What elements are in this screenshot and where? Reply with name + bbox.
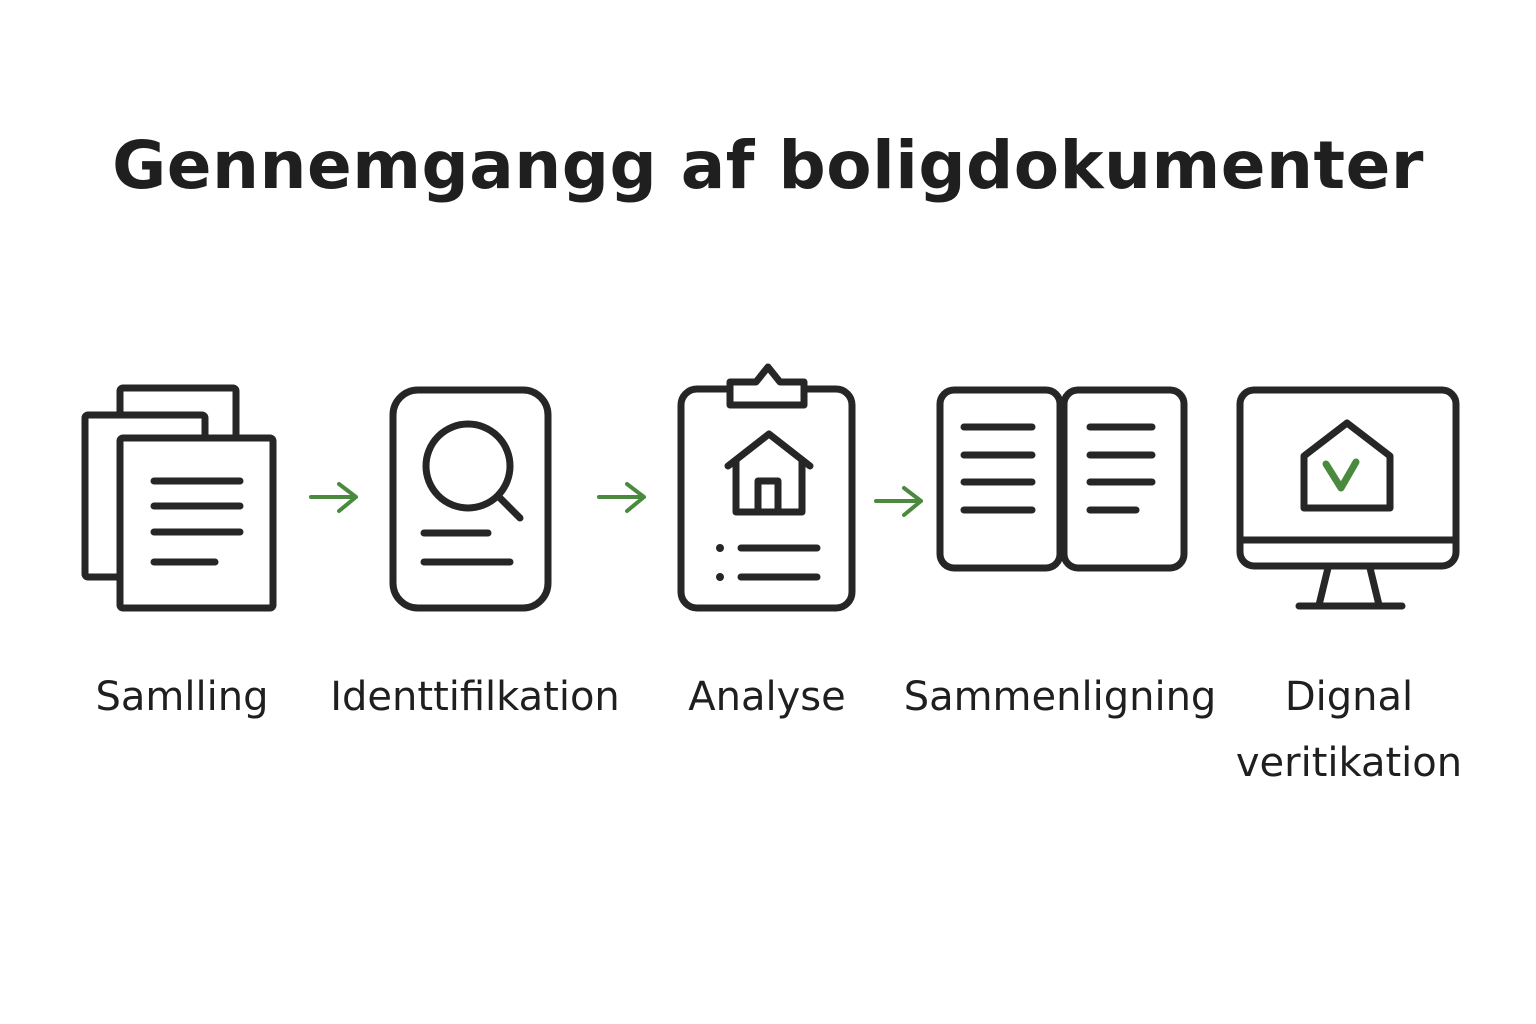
step-label-line-2: veritikation: [1235, 740, 1463, 786]
arrow-right-icon: [309, 482, 358, 513]
arrow-right-icon: [874, 486, 923, 517]
step-label-identifikation: Identtifilkation: [330, 674, 620, 720]
step-label-line-1: Dignal: [1284, 674, 1414, 720]
step-label-samling: Samlling: [95, 674, 269, 720]
monitor-house-check-icon: [1236, 386, 1460, 610]
clipboard-house-icon: [677, 363, 856, 612]
open-book-icon: [936, 386, 1188, 572]
diagram-title: Gennemgangg af boligdokumenter: [112, 127, 1424, 204]
step-label-analyse: Analyse: [688, 674, 846, 720]
stacked-documents-icon: [81, 384, 277, 612]
step-label-sammenligning: Sammenligning: [903, 674, 1217, 720]
arrow-right-icon: [597, 482, 646, 513]
document-search-icon: [389, 386, 552, 612]
step-label-digital-verifikation: Dignal veritikation: [1220, 664, 1478, 796]
